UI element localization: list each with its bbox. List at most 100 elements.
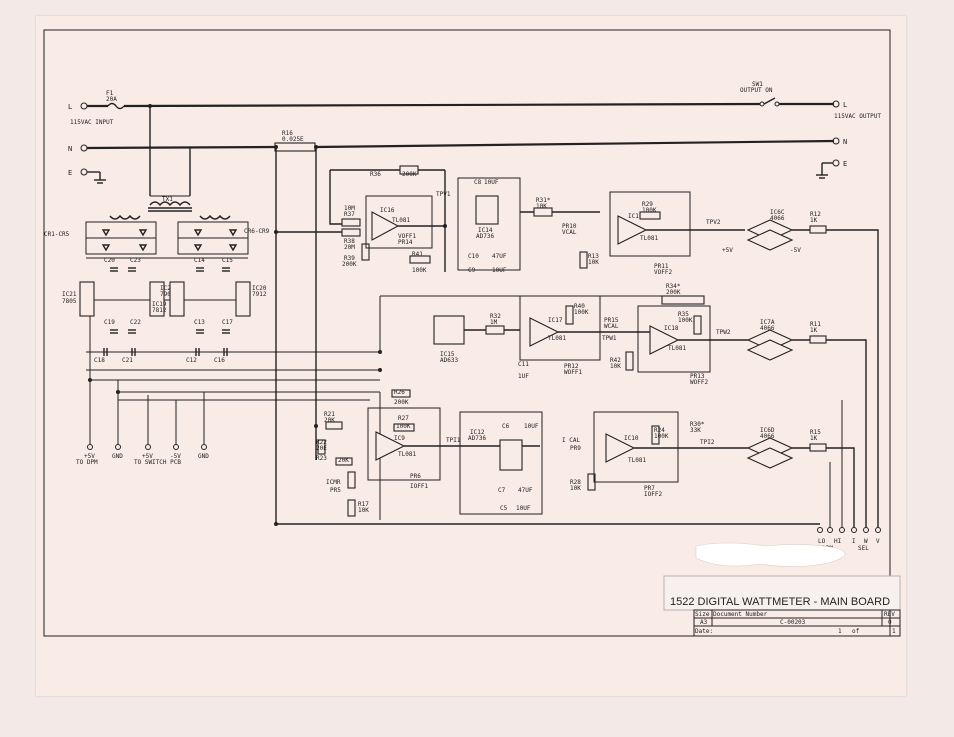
ic9-type: TL081 [398,451,416,458]
mains-section: L N E 115VAC INPUT F1 20A SW1 OUTPUT ON … [68,81,881,220]
ic10-ref: IC10 [624,435,639,442]
ioff1-label: IOFF1 [410,483,428,490]
pr12-label: PR12 [564,363,579,370]
c5-ref: C5 [500,505,508,512]
ic19-ref: IC19 [152,301,167,308]
ic11-ref: IC11 [628,213,643,220]
tpi1-label: TPI1 [446,437,461,444]
r27-ref: R27 [398,415,409,422]
ic17-opamp [529,317,560,347]
ic6d-switch [746,447,794,469]
r17-ref: R17 [358,501,369,508]
ic9-ref: IC9 [394,435,405,442]
r23-value: 20K [338,457,349,464]
r36-ref: R36 [370,171,381,178]
ic10-type: TL081 [628,457,646,464]
ic17-ref: IC17 [548,317,563,324]
ic19-regulator [169,281,185,317]
r26-value: 200K [394,399,409,406]
ic14-type: AD736 [476,233,494,240]
ic11-type: TL081 [640,235,658,242]
r22-value: 20E [316,445,327,452]
pr5-label: PR5 [330,487,341,494]
ic6c-ref: IC6C [770,209,785,216]
terminal-e-out [832,159,840,167]
r28-ref: R28 [570,479,581,486]
terminal-n-out [832,137,840,145]
cap-c23: C23 [130,257,141,264]
cap-c20: C20 [104,257,115,264]
r23-ref: R23 [316,455,327,462]
conn-left-3-sub: TO SWITCH PCB [134,459,181,466]
conn-left-4: -5V [170,453,181,460]
shunt-resistor [274,142,316,152]
pr6-label: PR6 [410,473,421,480]
tb-docnum: C-00203 [780,619,806,626]
r15-value: 1K [810,435,818,442]
r31-ref: R31* [536,197,551,204]
r35-ref: R35 [678,311,689,318]
r32-ref: R32 [490,313,501,320]
cap-c14: C14 [194,257,205,264]
ic18-opamp [649,325,680,355]
ic20-ref: IC20 [252,285,267,292]
r39-ref: R39 [344,255,355,262]
r31-value: 10K [536,203,547,210]
ic12-type: AD736 [468,435,486,442]
tpi2-label: TPI2 [700,439,715,446]
ic22-regulator [149,281,165,317]
tpw1-label: TPW1 [602,335,617,342]
terminal-l-out [832,100,840,108]
ic21-ref: IC21 [62,291,77,298]
ic19-value: 7812 [152,307,167,314]
cap-c22: C22 [130,319,141,326]
r34-ref: R34* [666,283,681,290]
label-e: E [68,169,72,177]
ic14-ref: IC14 [478,227,493,234]
ic12-chip [499,439,523,471]
conn-left-2: GND [112,453,123,460]
cap-c12: C12 [186,357,197,364]
drawing-title: 1522 DIGITAL WATTMETER - MAIN BOARD [670,596,890,608]
ic9-opamp [375,431,406,461]
label-l-out: L [843,101,847,109]
r35-value: 100K [678,317,693,324]
pr15-label: PR15 [604,317,619,324]
r24-ref: R24 [654,427,665,434]
c6-ref: C6 [502,423,510,430]
output-connector: LO HI I W V DPM SEL [817,400,881,552]
diodes-b-label: CR6-CR9 [244,228,270,235]
r28-value: 10K [570,485,581,492]
r24-value: 100K [654,433,669,440]
tpw2-label: TPW2 [716,329,731,336]
r41-ref: R41 [412,251,423,258]
label-e-out: E [843,160,847,168]
ic6d-ref: IC6D [760,427,775,434]
power-supply-section: CR1-CR5 CR6-CR9 IC21 7805 IC22 7905 IC19… [44,221,380,466]
woff1-label: WOFF1 [564,369,582,376]
output-label: 115VAC OUTPUT [834,113,881,120]
icmr-label: ICMR [326,479,341,486]
ic6d-type: 4066 [760,433,775,440]
tpv2-label: TPV2 [706,219,721,226]
switch-ref: SW1 [752,81,763,88]
c9-ref: C9 [468,267,476,274]
r41-value: 100K [412,267,427,274]
tb-sheet: 1 [838,628,842,635]
conn-left-1: +5V [84,453,95,460]
r37-value: 10M [344,205,355,212]
sheet-border [43,29,891,637]
ic6c-type: 4066 [770,215,785,222]
r22-ref: R22 [316,439,327,446]
terminal-l-in [80,102,88,110]
r27-value: 100K [396,423,411,430]
label-n-out: N [843,138,847,146]
ic6c-switch [746,229,794,251]
tb-rev-label: REV [884,611,895,618]
r26-ref: R26 [394,389,405,396]
transformer-primary [149,201,191,207]
r42-value: 10K [610,363,621,370]
r37-ref: R37 [344,211,355,218]
cap-c17: C17 [222,319,233,326]
conn-right-w: W [864,538,868,545]
